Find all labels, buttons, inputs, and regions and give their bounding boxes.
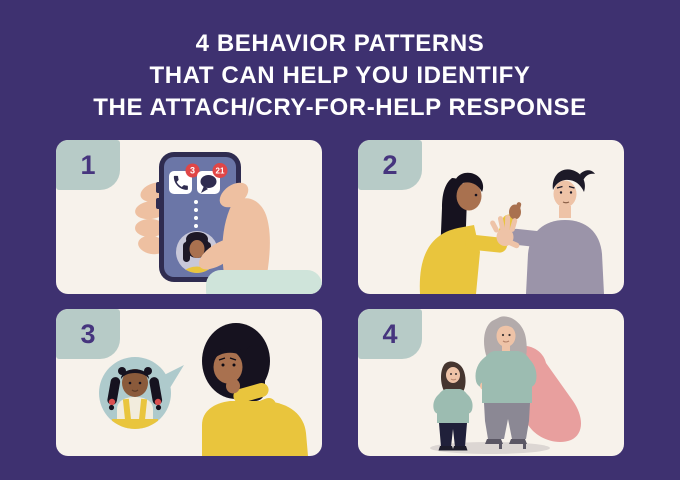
man-refusing xyxy=(490,169,604,294)
worried-woman-illustration xyxy=(99,323,308,456)
sleeve xyxy=(206,270,322,294)
hero-caregiver-illustration xyxy=(430,316,582,454)
panel-number-2: 2 xyxy=(358,140,422,190)
message-icon: 21 xyxy=(197,163,228,194)
panel-2-reaching-out-rejected: 2 xyxy=(358,140,624,294)
hero-woman xyxy=(475,316,537,449)
missed-call-icon: 3 xyxy=(169,163,200,194)
admiring-girl xyxy=(433,361,473,451)
stop-hand-icon xyxy=(490,215,520,249)
panel-4-hero-caregiver: 4 xyxy=(358,309,624,456)
panel-1-phone-notifications: 3 21 xyxy=(56,140,322,294)
reaching-out-illustration xyxy=(419,169,604,294)
worried-woman xyxy=(202,323,308,456)
phone-notifications-illustration: 3 21 xyxy=(135,152,322,294)
woman-reaching xyxy=(419,172,522,294)
page-title: 4 BEHAVIOR PATTERNS THAT CAN HELP YOU ID… xyxy=(0,28,680,124)
title-line-1: 4 BEHAVIOR PATTERNS xyxy=(195,30,485,57)
speech-bubble-child xyxy=(99,357,184,429)
missed-call-count: 3 xyxy=(190,166,195,176)
title-line-2: THAT CAN HELP YOU IDENTIFY xyxy=(149,62,531,89)
panel-number-4: 4 xyxy=(358,309,422,359)
message-count: 21 xyxy=(216,166,225,175)
nail-biting-hand-icon xyxy=(226,372,240,394)
panel-number-1: 1 xyxy=(56,140,120,190)
holding-hand-icon xyxy=(198,182,270,286)
title-line-3: THE ATTACH/CRY-FOR-HELP RESPONSE xyxy=(93,94,587,121)
dotted-line xyxy=(194,200,198,228)
panel-3-worried-about-child: 3 xyxy=(56,309,322,456)
panel-number-3: 3 xyxy=(56,309,120,359)
